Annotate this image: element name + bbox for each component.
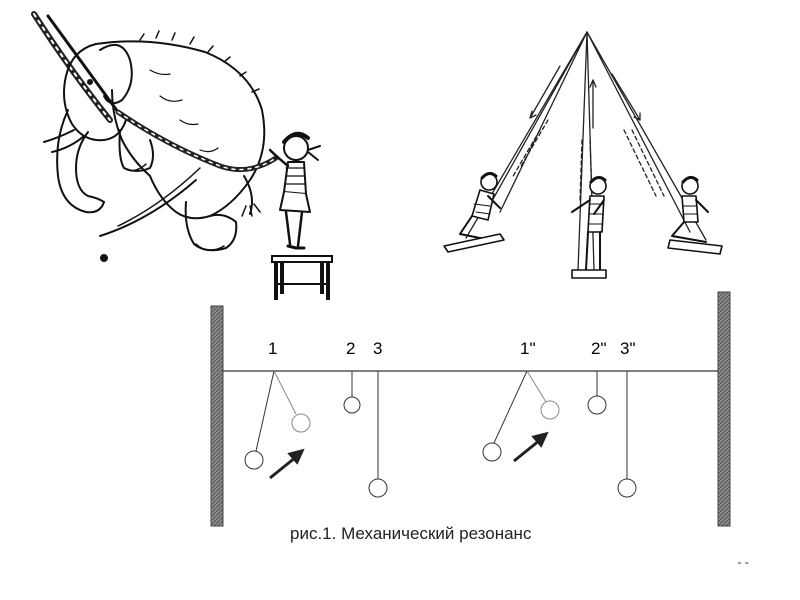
label-3-double-prime: 3" [620,339,636,358]
boy-center-figure [571,175,607,279]
pendulum-3-double-prime [617,371,637,498]
resonance-diagram: 1 2 3 1" 2" 3" [210,291,731,527]
motion-arrow-icon [513,431,549,463]
motion-arrow-icon [269,448,305,480]
label-1: 1 [268,339,277,358]
pendulum-3 [368,371,388,498]
boy-left-figure [443,171,505,253]
figure-caption: рис.1. Механический резонанс [290,524,532,543]
right-wall [717,291,731,527]
left-wall [210,305,224,527]
pendulum-2-double-prime [587,371,607,415]
label-2-double-prime: 2" [591,339,607,358]
label-1-double-prime: 1" [520,339,536,358]
stool-illustration [271,255,333,300]
pendulum-2 [343,371,361,414]
boy-right-figure [667,175,723,255]
pendulum-1-double-prime [482,370,560,462]
pendulum-1 [244,370,311,470]
girl-figure [268,131,321,250]
corner-mark: -- [736,556,751,570]
label-2: 2 [346,339,355,358]
swing-diagram [465,31,707,271]
elephant-swing-illustration [31,11,279,262]
label-3: 3 [373,339,382,358]
